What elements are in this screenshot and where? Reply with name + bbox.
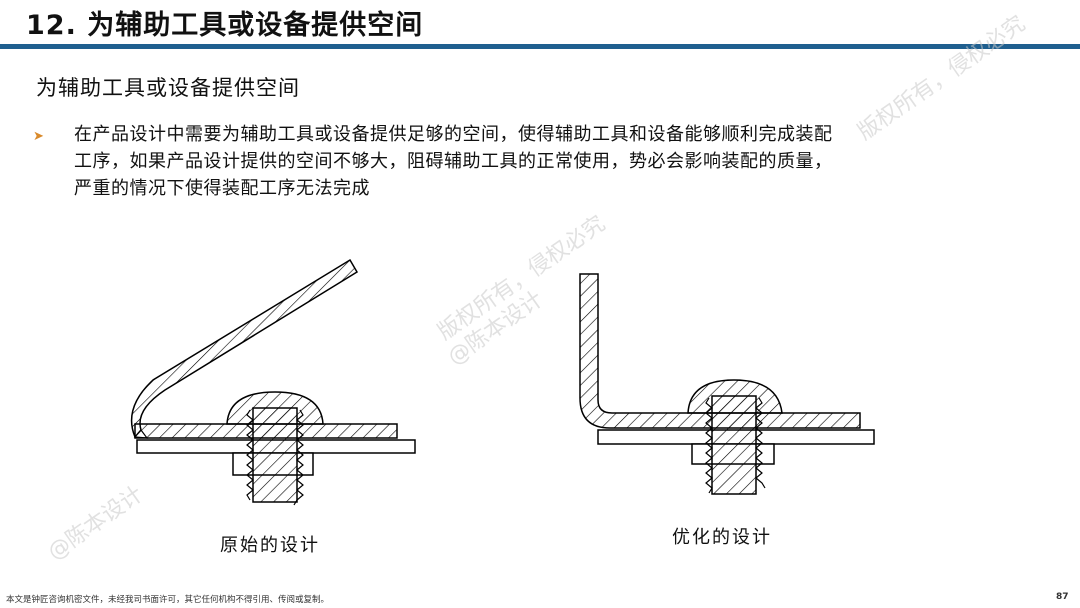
optimized-design-figure <box>579 273 875 495</box>
page-number: 87 <box>1056 592 1069 602</box>
optimized-design-caption: 优化的设计 <box>672 527 772 548</box>
bullet-line: 在产品设计中需要为辅助工具或设备提供足够的空间，使得辅助工具和设备能够顺利完成装… <box>74 124 833 145</box>
original-design-figure <box>130 258 416 506</box>
bullet-arrow-icon: ➤ <box>33 129 44 144</box>
slide-title: 12. 为辅助工具或设备提供空间 <box>26 10 424 41</box>
original-design-caption: 原始的设计 <box>220 535 320 556</box>
bullet-paragraph: 在产品设计中需要为辅助工具或设备提供足够的空间，使得辅助工具和设备能够顺利完成装… <box>74 121 1019 202</box>
watermark: @陈本设计 <box>443 286 548 371</box>
bullet-line: 工序，如果产品设计提供的空间不够大，阻碍辅助工具的正常使用，势必会影响装配的质量… <box>74 151 833 172</box>
bullet-line: 严重的情况下使得装配工序无法完成 <box>74 178 370 199</box>
section-subtitle: 为辅助工具或设备提供空间 <box>36 76 300 100</box>
footer-confidentiality-note: 本文是钟匠咨询机密文件，未经我司书面许可，其它任何机构不得引用、传阅或复制。 <box>6 595 330 605</box>
title-rule <box>0 44 1080 49</box>
